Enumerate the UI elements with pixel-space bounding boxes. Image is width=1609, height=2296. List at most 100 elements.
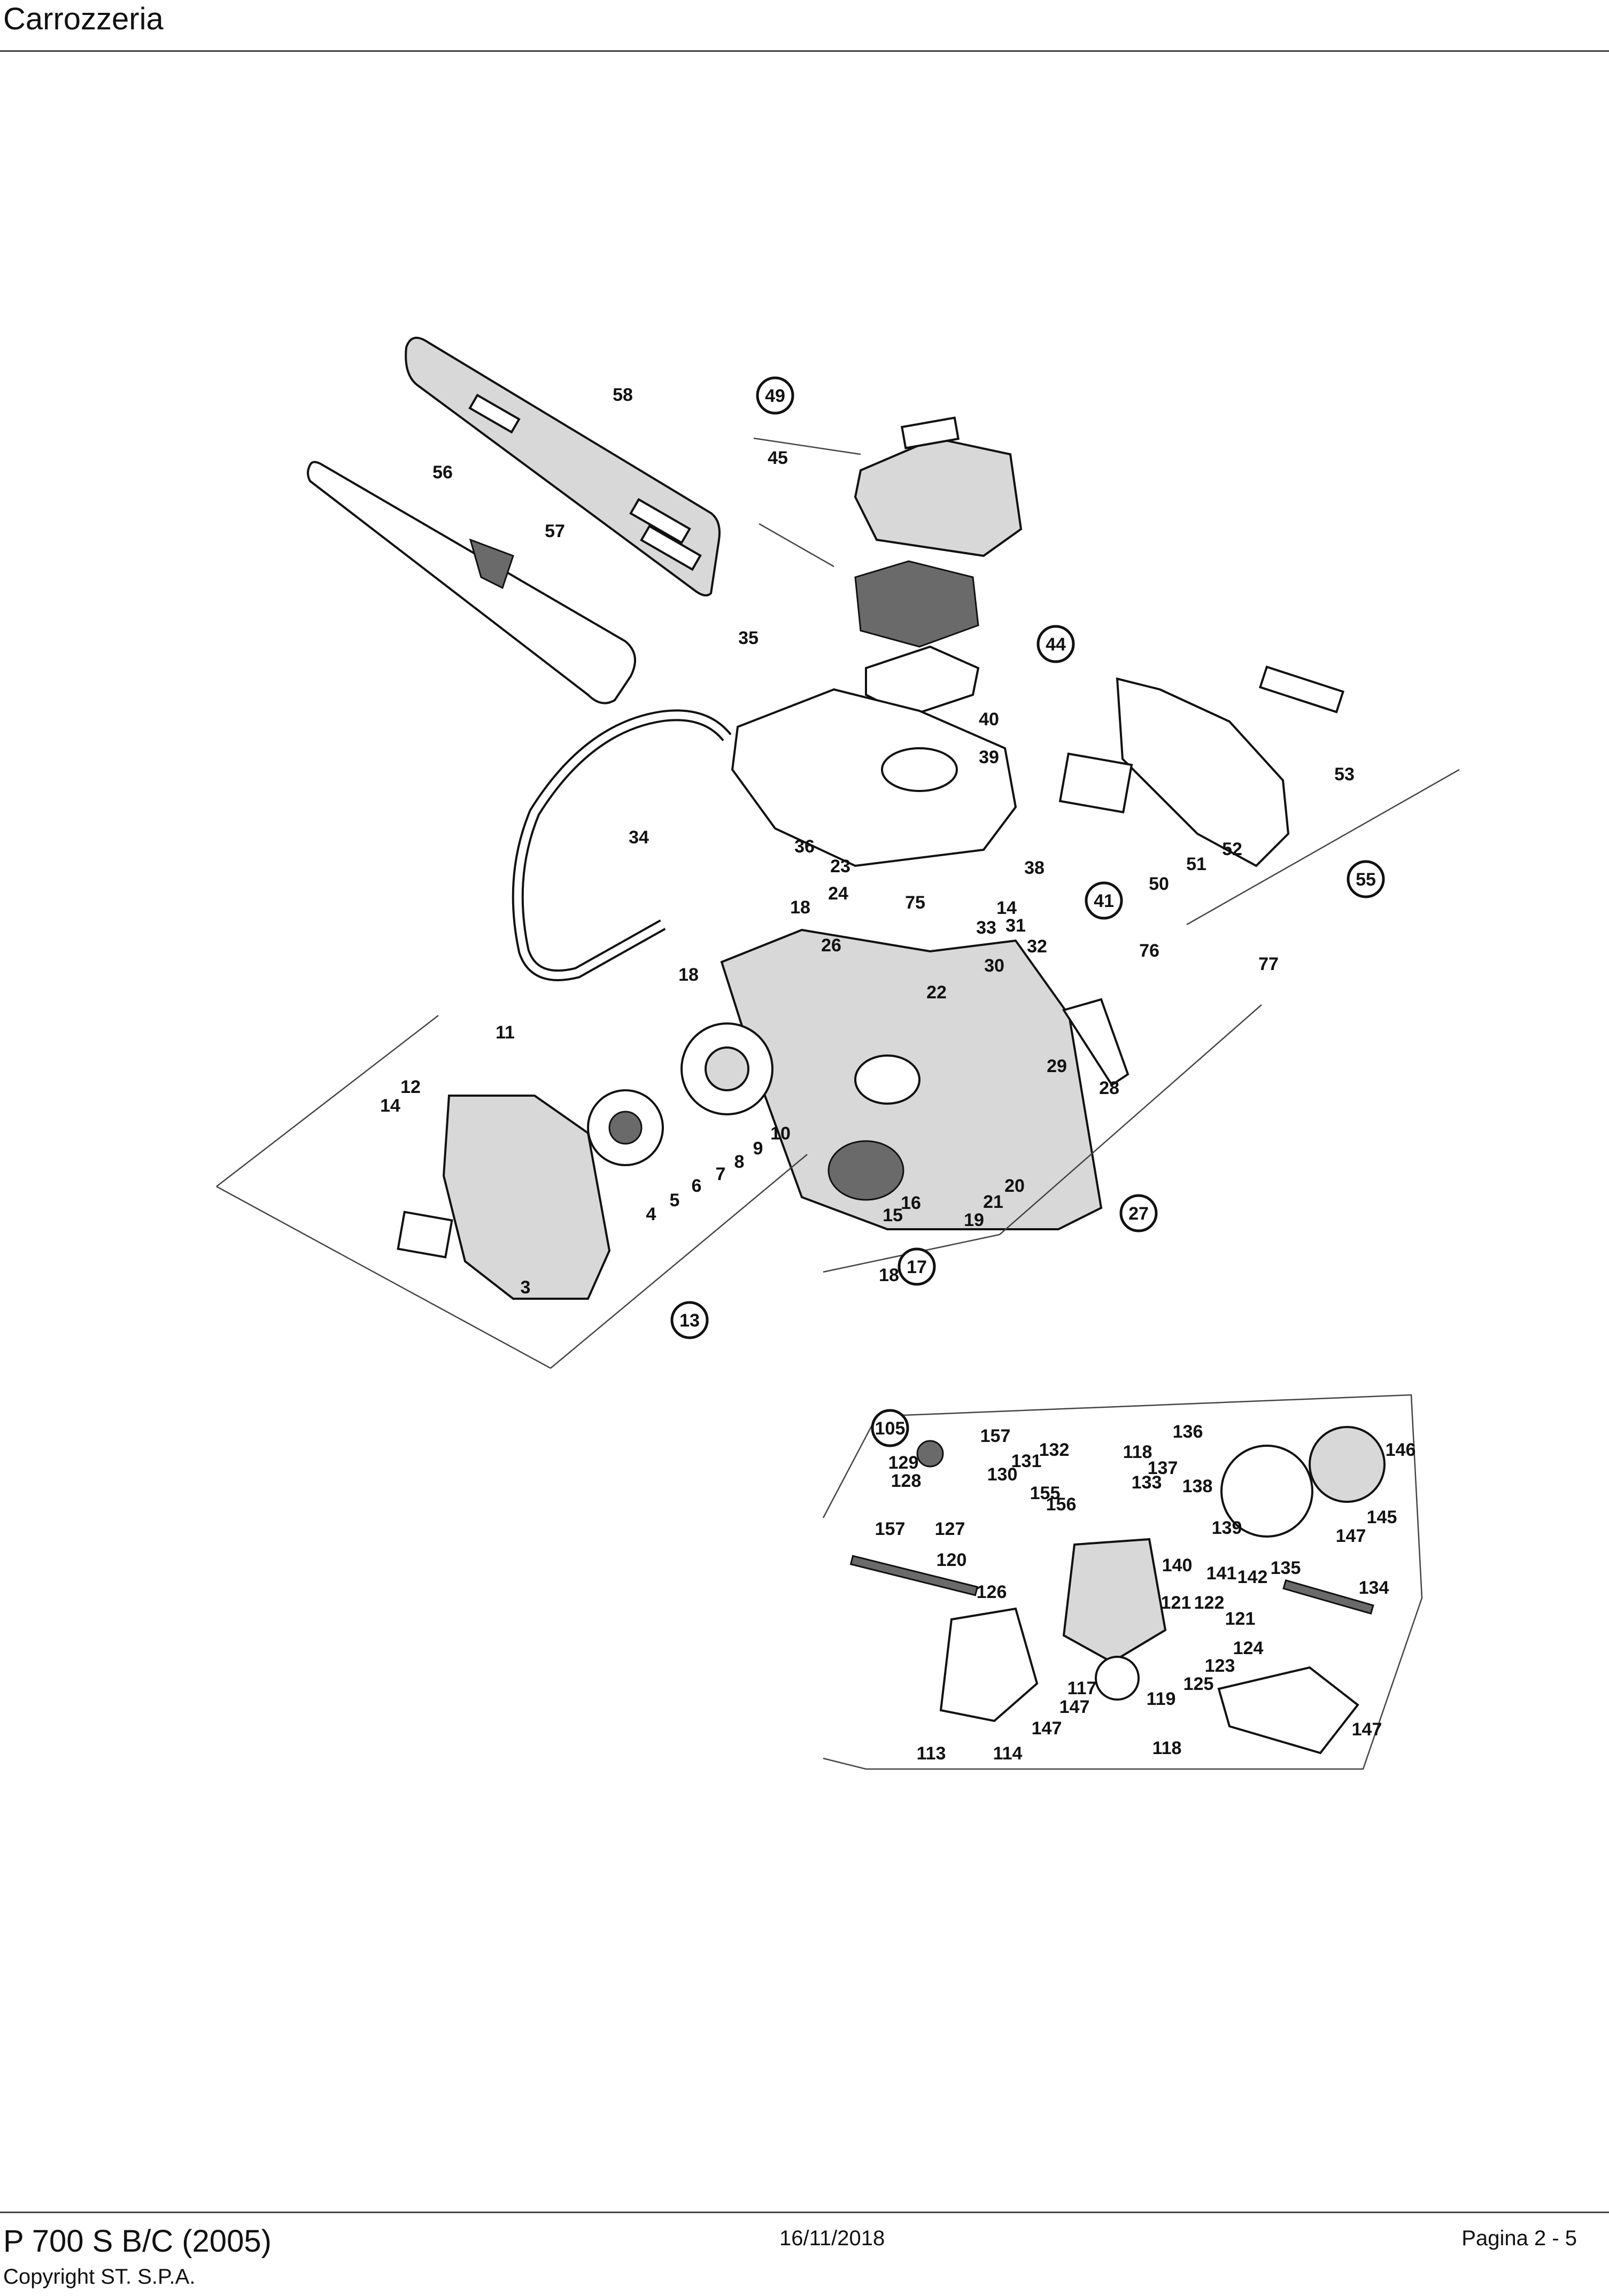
callout-circle [670,1301,709,1339]
filter-base-part [865,645,980,718]
part-number-label: 53 [1334,764,1355,785]
part-number-label: 18 [678,965,699,985]
part-number-label: 26 [821,935,841,956]
part-number-label: 135 [1271,1558,1301,1578]
part-number-label: 123 [1205,1656,1235,1676]
copyright-text: Copyright ST. S.P.A. [3,2265,196,2289]
model-name: P 700 S B/C (2005) [3,2224,272,2259]
oil-cap-part [854,1054,920,1105]
part-number-label: 145 [1367,1507,1397,1527]
callout-number: 44 [1046,634,1066,655]
trigger-part [1062,998,1130,1087]
part-number-label: 45 [768,448,788,468]
part-number-label: 58 [613,385,633,405]
callout-number: 105 [875,1418,906,1439]
part-number-label: 147 [1059,1697,1090,1717]
part-number-label: 118 [1123,1442,1152,1462]
part-number-label: 155 [1030,1483,1061,1503]
part-number-label: 134 [1359,1578,1389,1598]
part-number-label: 139 [1212,1518,1242,1538]
part-number-label: 35 [738,628,759,648]
front-handle-part [512,709,732,981]
callout-circle [1119,1194,1158,1232]
part-number-label: 121 [1225,1609,1256,1629]
diaphragm-cover-part [1309,1426,1386,1503]
part-number-label: 4 [646,1204,656,1224]
part-number-label: 119 [1147,1689,1176,1709]
part-number-label: 141 [1206,1563,1237,1584]
part-number-label: 157 [980,1426,1011,1446]
page-number: Pagina 2 - 5 [1461,2227,1577,2250]
part-number-label: 75 [905,893,925,913]
part-number-label: 133 [1132,1472,1162,1493]
part-number-label: 33 [976,918,996,938]
part-number-label: 14 [996,898,1017,918]
side-cover-plate-part [1116,677,1290,867]
shaft-part-left [849,1555,979,1596]
part-number-label: 76 [1139,941,1159,961]
part-number-label: 128 [891,1471,922,1491]
callout-circle [756,376,794,415]
part-number-label: 50 [1149,874,1169,894]
part-number-label: 36 [794,836,815,857]
guide-bar-part [307,461,636,704]
part-number-label: 113 [917,1743,946,1764]
part-number-label: 38 [1024,858,1045,878]
part-number-label: 8 [734,1152,745,1172]
part-number-label: 121 [1161,1593,1192,1613]
print-date: 16/11/2018 [779,2227,885,2250]
part-number-label: 132 [1039,1440,1070,1460]
part-number-label: 124 [1233,1638,1264,1658]
top-cover-part [731,688,1017,867]
part-number-label: 56 [432,462,453,483]
part-number-label: 126 [977,1582,1007,1602]
part-number-label: 23 [830,856,850,876]
part-number-label: 147 [1336,1526,1366,1546]
fuel-cap-part [827,1140,904,1201]
part-number-label: 137 [1148,1458,1178,1478]
part-number-label: 130 [987,1464,1018,1485]
part-number-label: 77 [1258,954,1279,974]
part-number-label: 156 [1046,1494,1077,1515]
part-number-label: 127 [935,1519,965,1539]
part-number-label: 136 [1173,1422,1203,1442]
part-number-label: 140 [1162,1555,1193,1576]
part-number-label: 21 [983,1192,1003,1212]
header-divider [0,50,1609,52]
callout-number: 49 [765,386,785,406]
part-number-label: 15 [883,1205,903,1225]
part-number-label: 12 [400,1077,421,1097]
part-number-label: 22 [926,982,947,1003]
carburetor-body-part [1062,1538,1167,1664]
callout-circle [1347,860,1385,898]
part-number-label: 20 [1004,1176,1025,1196]
part-number-label: 14 [380,1096,400,1116]
air-filter-cover-part [854,437,1023,557]
repair-kit-bag-part [1217,1666,1359,1755]
part-number-label: 10 [770,1123,791,1144]
part-number-label: 11 [496,1022,515,1043]
part-number-label: 16 [901,1193,921,1213]
part-number-label: 29 [1047,1056,1067,1076]
callout-circle [898,1247,936,1286]
part-number-label: 114 [993,1743,1023,1764]
callout-number: 55 [1356,870,1376,890]
carburetor-plate-part [939,1607,1039,1723]
part-number-label: 147 [1352,1719,1382,1740]
part-number-label: 52 [1222,839,1242,859]
part-number-label: 34 [629,827,649,848]
part-number-label: 31 [1005,916,1026,936]
callout-circle [871,1409,909,1447]
starter-housing-part [442,1095,611,1300]
part-number-label: 118 [1152,1738,1182,1758]
air-filter-part [854,560,979,648]
callout-number: 13 [679,1310,700,1331]
part-number-label: 142 [1237,1567,1268,1587]
part-number-label: 138 [1182,1476,1213,1496]
part-number-label: 146 [1386,1440,1416,1460]
diaphragm-part [1220,1445,1313,1538]
callout-number: 27 [1128,1204,1149,1224]
part-number-label: 19 [964,1210,984,1230]
part-number-label: 3 [521,1277,531,1298]
